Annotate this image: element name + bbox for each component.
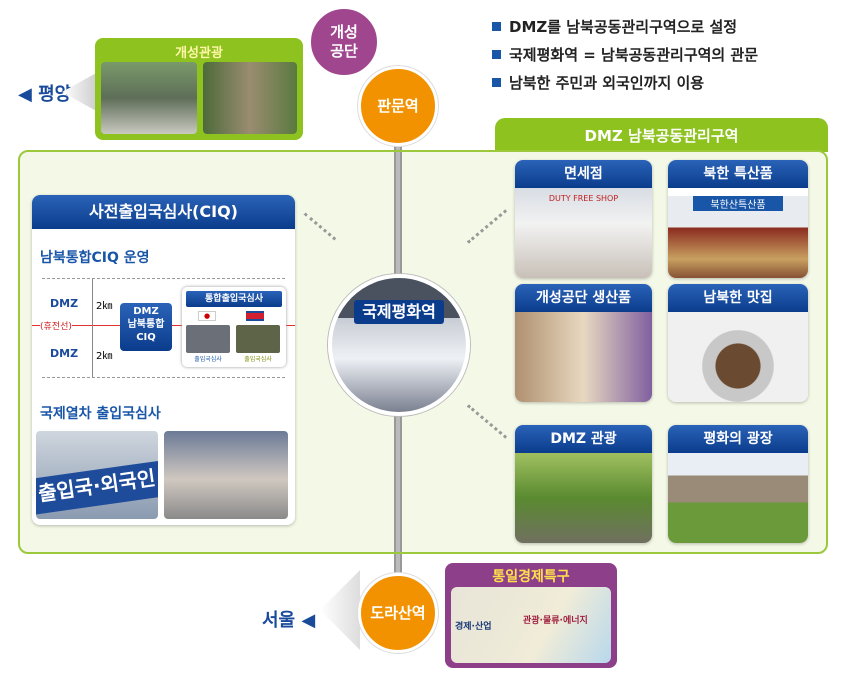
- tour-title: 개성관광: [175, 46, 223, 61]
- facility-label: 남북한 맛집: [668, 284, 808, 312]
- arrow-left-icon: [320, 570, 360, 650]
- bullet-text: 남북한 주민과 외국인까지 이용: [509, 73, 705, 92]
- distance-arrow: [92, 279, 93, 377]
- map-label: 경제·산업: [455, 622, 492, 632]
- facility-card: 남북한 맛집: [668, 284, 808, 402]
- facility-label: 평화의 광장: [668, 425, 808, 453]
- north-korea-flag-icon: [246, 311, 264, 321]
- facility-label: DMZ 관광: [515, 425, 652, 453]
- square-bullet-icon: [492, 77, 501, 87]
- inspection-photo: [186, 325, 230, 353]
- dmz-tour-photo: [515, 453, 652, 543]
- city-label: 평양: [38, 84, 72, 105]
- peace-plaza-photo: [668, 453, 808, 543]
- food-photo: [668, 312, 808, 402]
- specialty-sign: 북한산특산품: [693, 196, 783, 211]
- duty-free-photo: DUTY FREE SHOP: [515, 188, 652, 278]
- bullet-item: 남북한 주민과 외국인까지 이용: [492, 68, 758, 96]
- city-label: 서울: [262, 610, 296, 631]
- integrated-ciq-box: DMZ 남북통합 CIQ: [120, 303, 172, 351]
- caption: 출입국심사: [244, 356, 272, 363]
- divider: [42, 377, 285, 378]
- zone-title-tab: DMZ 남북공동관리구역: [495, 118, 828, 152]
- facility-card: 평화의 광장: [668, 425, 808, 543]
- bullet-item: 국제평화역 = 남북공동관리구역의 관문: [492, 40, 758, 68]
- distance-label: 2㎞: [96, 301, 113, 312]
- station-label: 국제평화역: [354, 300, 444, 324]
- facility-card: 개성공단 생산품: [515, 284, 652, 402]
- station-panmun: 판문역: [358, 66, 438, 146]
- facility-label: 개성공단 생산품: [515, 284, 652, 312]
- distance-label: 2㎞: [96, 351, 113, 362]
- square-bullet-icon: [492, 21, 501, 31]
- divider: [42, 278, 285, 279]
- integrated-inspection-title: 통합출입국심사: [186, 291, 282, 307]
- zone-title: 통일경제특구: [492, 569, 570, 585]
- square-bullet-icon: [492, 49, 501, 59]
- kaesong-tour-box: 개성관광: [95, 38, 303, 140]
- facility-card: 면세점 DUTY FREE SHOP: [515, 160, 652, 278]
- caption: 출입국심사: [194, 356, 222, 363]
- bullet-item: DMZ를 남북공동관리구역으로 설정: [492, 12, 758, 40]
- immigration-hall-photo: [164, 431, 288, 519]
- tour-photo-crowd: [101, 62, 197, 134]
- inspection-photo: [236, 325, 280, 353]
- station-international-peace: 국제평화역: [328, 274, 470, 416]
- zone-map: 경제·산업 관광·물류·에너지: [451, 587, 611, 663]
- tour-photo-waterfall: [203, 62, 297, 134]
- ciq-title: 사전출입국심사(CIQ): [32, 195, 295, 229]
- dmz-label: DMZ: [50, 297, 79, 310]
- city-seoul: 서울 ◀: [262, 610, 316, 631]
- bullet-list: DMZ를 남북공동관리구역으로 설정 국제평화역 = 남북공동관리구역의 관문 …: [492, 12, 758, 96]
- immigration-sign: 출입국·외국인: [36, 459, 158, 515]
- facility-card: DMZ 관광: [515, 425, 652, 543]
- ciq-section-title: 국제열차 출입국심사: [40, 406, 161, 422]
- station-kaesong-complex: 개성 공단: [308, 6, 380, 78]
- facility-card: 북한 특산품 북한산특산품: [668, 160, 808, 278]
- ciq-card: 사전출입국심사(CIQ) 남북통합CIQ 운영 DMZ DMZ 2㎞ 2㎞ (휴…: [32, 195, 295, 525]
- dmz-label: DMZ: [50, 347, 79, 360]
- facility-label: 면세점: [515, 160, 652, 188]
- ciq-section-title: 남북통합CIQ 운영: [40, 250, 150, 266]
- immigration-photo: 출입국·외국인: [36, 431, 158, 519]
- armistice-label: (휴전선): [40, 319, 72, 332]
- bullet-text: 국제평화역 = 남북공동관리구역의 관문: [509, 45, 759, 64]
- map-label: 관광·물류·에너지: [523, 616, 588, 626]
- arrow-left-icon: [62, 72, 98, 112]
- station-dorasan: 도라산역: [358, 573, 438, 653]
- integrated-inspection-box: 통합출입국심사 ● 출입국심사 출입국심사: [182, 287, 286, 367]
- bullet-text: DMZ를 남북공동관리구역으로 설정: [509, 17, 738, 36]
- unification-zone-box: 통일경제특구 경제·산업 관광·물류·에너지: [445, 563, 617, 668]
- city-pyongyang: ◀ 평양: [18, 84, 72, 105]
- facility-label: 북한 특산품: [668, 160, 808, 188]
- south-korea-flag-icon: ●: [198, 311, 216, 321]
- product-photo: [515, 312, 652, 402]
